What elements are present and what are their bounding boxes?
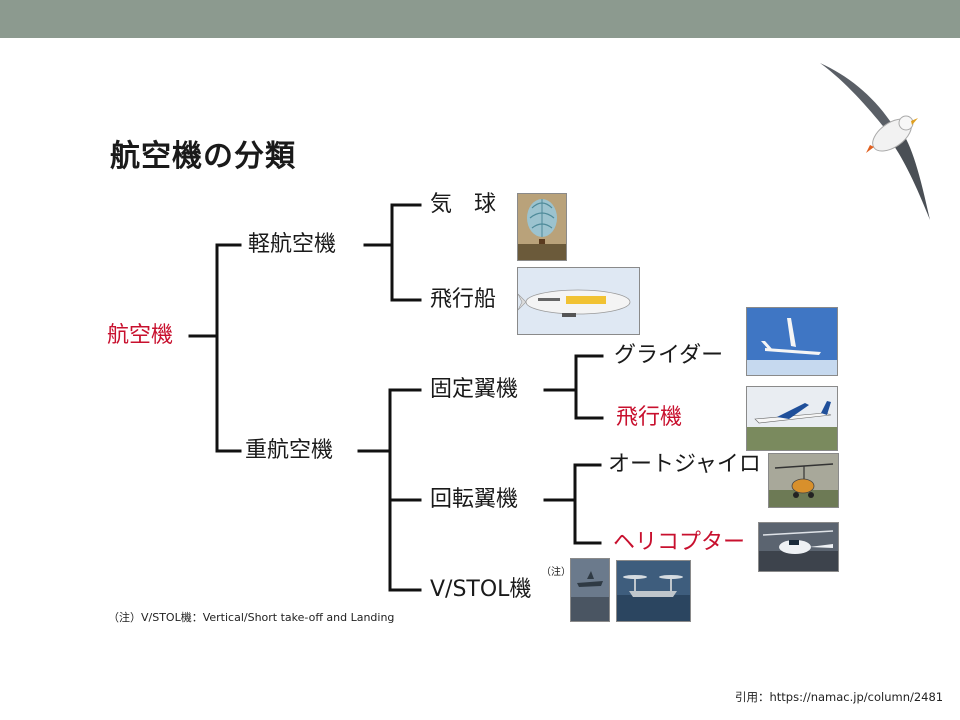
- node-heavier-than-air: 重航空機: [245, 438, 334, 463]
- page-title: 航空機の分類: [110, 139, 296, 174]
- node-lighter-than-air: 軽航空機: [248, 232, 337, 257]
- node-airship: 飛行船: [430, 287, 497, 312]
- footnote: （注）V/STOL機：Vertical/Short take-off and L…: [108, 611, 395, 624]
- autogyro-photo: [768, 453, 839, 508]
- node-autogyro: オートジャイロ: [608, 452, 761, 477]
- harrier-photo: [570, 558, 610, 622]
- osprey-photo: [616, 560, 691, 622]
- helicopter-photo: [758, 522, 839, 572]
- airship-photo: [517, 267, 640, 335]
- citation: 引用：https://namac.jp/column/2481: [735, 690, 944, 704]
- node-fixed-wing: 固定翼機: [430, 377, 519, 402]
- top-banner: [0, 0, 960, 38]
- node-airplane: 飛行機: [616, 405, 683, 430]
- balloon-photo: [517, 193, 567, 261]
- node-balloon: 気 球: [430, 192, 497, 217]
- airplane-photo: [746, 386, 838, 451]
- node-rotary-wing: 回転翼機: [430, 487, 519, 512]
- glider-photo: [746, 307, 838, 376]
- seagull-image: [820, 63, 930, 220]
- node-glider: グライダー: [614, 343, 724, 368]
- vstol-note-marker: （注）: [541, 567, 571, 578]
- node-vstol: V/STOL機: [430, 577, 532, 602]
- node-aircraft: 航空機: [107, 323, 174, 348]
- node-helicopter: ヘリコプター: [613, 530, 746, 555]
